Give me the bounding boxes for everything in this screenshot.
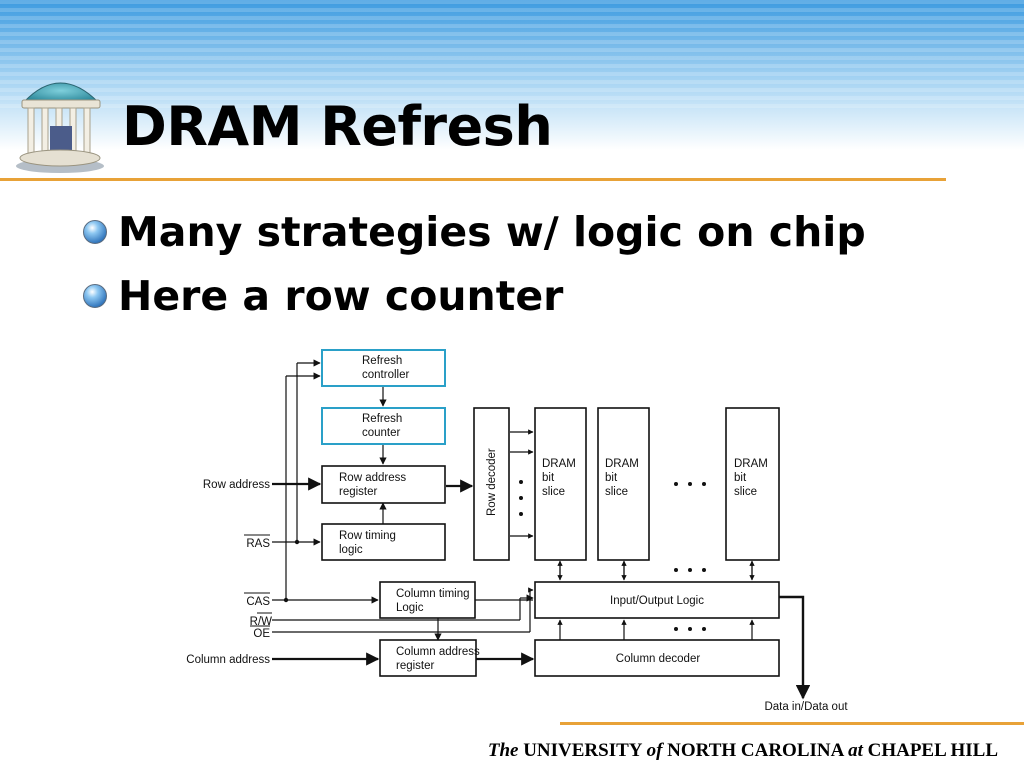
footer-of: of xyxy=(646,740,663,761)
footer-chapel-hill: CHAPEL HILL xyxy=(867,740,998,761)
bullet-item: Here a row counter xyxy=(82,270,866,334)
footer-university-name: The UNIVERSITY of NORTH CAROLINA at CHAP… xyxy=(488,740,998,762)
dram-bit-slice-label: DRAM bit slice xyxy=(734,458,771,498)
slide-title: DRAM Refresh xyxy=(122,95,553,158)
bullet-text: Here a row counter xyxy=(118,272,564,320)
footer-the: The xyxy=(487,740,519,761)
ras-signal-label: RAS xyxy=(246,538,270,550)
title-divider xyxy=(0,178,946,181)
footer-divider xyxy=(560,722,1024,725)
column-decoder-label: Column decoder xyxy=(616,653,701,665)
bullet-text: Many strategies w/ logic on chip xyxy=(118,208,866,256)
row-address-signal-label: Row address xyxy=(203,479,270,491)
dram-bit-slice-label: DRAM bit slice xyxy=(542,458,579,498)
bullet-item: Many strategies w/ logic on chip xyxy=(82,206,866,270)
rw-signal-label: R/W xyxy=(250,616,273,628)
column-address-register-label: Column address register xyxy=(396,646,483,672)
row-address-register-label: Row address register xyxy=(339,472,409,498)
footer-university: UNIVERSITY xyxy=(523,740,642,761)
column-address-signal-label: Column address xyxy=(186,654,270,666)
bullet-orb-icon xyxy=(83,284,107,308)
cas-signal-label: CAS xyxy=(246,596,270,608)
old-well-logo-icon xyxy=(16,82,104,173)
bullet-list: Many strategies w/ logic on chip Here a … xyxy=(82,206,866,334)
row-timing-logic-label: Row timing logic xyxy=(339,530,399,556)
header-background xyxy=(0,0,1024,150)
refresh-controller-label: Refresh controller xyxy=(362,355,409,381)
footer-north-carolina: NORTH CAROLINA xyxy=(667,740,844,761)
column-timing-logic-label: Column timing Logic xyxy=(396,588,473,614)
refresh-counter-label: Refresh counter xyxy=(362,413,405,439)
data-in-out-signal-label: Data in/Data out xyxy=(764,701,848,713)
dram-bit-slice-label: DRAM bit slice xyxy=(605,458,642,498)
oe-signal-label: OE xyxy=(253,628,270,640)
dram-block-diagram: Refresh controller Refresh counter Row a… xyxy=(186,349,848,713)
footer-at: at xyxy=(848,740,863,761)
io-logic-label: Input/Output Logic xyxy=(610,595,704,607)
bullet-orb-icon xyxy=(83,220,107,244)
row-decoder-label: Row decoder xyxy=(486,448,498,516)
